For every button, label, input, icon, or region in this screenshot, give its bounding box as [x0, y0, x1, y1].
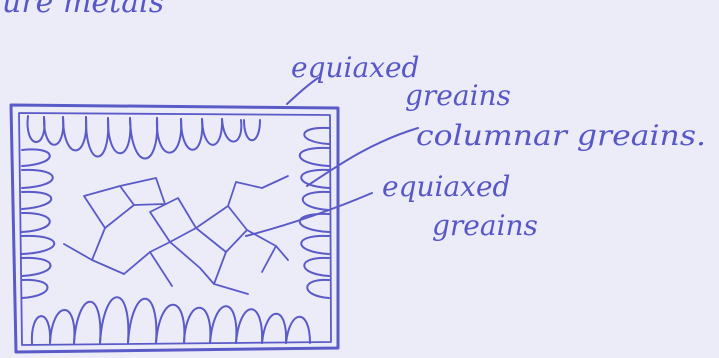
- label-top-equiaxed-line1: equiaxed: [291, 51, 419, 84]
- right-columnar-grains: [300, 128, 329, 298]
- label-columnar: columnar greains.: [416, 119, 706, 152]
- header-fragment: ure metals: [2, 0, 164, 20]
- top-columnar-grains: [28, 116, 260, 159]
- label-top-equiaxed-line2: greains: [405, 79, 511, 112]
- label-inner-equiaxed-line1: equiaxed: [382, 170, 510, 203]
- label-inner-equiaxed-line2: greains: [432, 209, 538, 242]
- left-columnar-grains: [22, 149, 54, 298]
- bottom-columnar-grains: [32, 297, 310, 344]
- inner-equiaxed-grains: [64, 176, 288, 294]
- leader-lines: [246, 78, 418, 236]
